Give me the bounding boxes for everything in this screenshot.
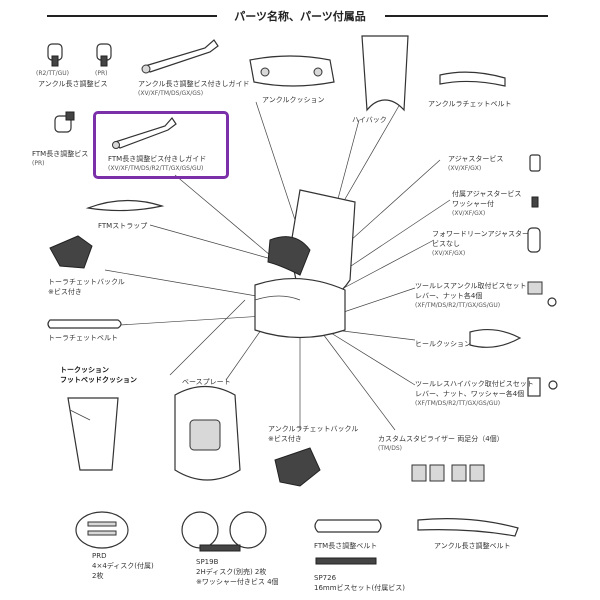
ankle-guide-icon xyxy=(142,40,218,73)
label-ankle-guide-models: (XV/XF/TM/DS/GX/GS) xyxy=(138,90,203,98)
label-toolless-highback: ツールレスハイバック取付ビスセット xyxy=(415,380,534,389)
toe-belt-icon xyxy=(48,320,121,328)
ankle-buckle-icon xyxy=(275,448,320,486)
label-sp726: SP726 xyxy=(314,574,336,583)
label-toolless-ankle2: レバー、ナット各4個 xyxy=(415,292,482,301)
label-ankle-screw-models: (R2/TT/GU) xyxy=(36,70,69,78)
label-highback: ハイバック xyxy=(352,116,387,125)
label-ftm-strap: FTMストラップ xyxy=(98,222,147,231)
ftm-screw-icon xyxy=(55,112,74,132)
label-toe-buckle2: ※ビス付き xyxy=(48,288,82,297)
label-toolless-highback-models: (XF/TM/DS/R2/TT/GX/GS/GU) xyxy=(415,400,500,408)
label-canting: カスタムスタビライザー 両足分（4個） xyxy=(378,435,504,444)
label-ankle-adjust-belt: アンクル長さ調整ベルト xyxy=(434,542,511,551)
label-sp19b3: ※ワッシャー付きビス 4個 xyxy=(196,578,279,587)
ankle-cushion-icon xyxy=(250,56,334,86)
label-adjuster-screw-models: (XV/XF/GX) xyxy=(448,165,481,173)
binding-main-icon xyxy=(255,190,355,338)
label-sp19b: SP19B xyxy=(196,558,218,567)
label-ankle-buckle: アンクルラチェットバックル xyxy=(268,425,358,434)
label-ankle-screw: アンクル長さ調整ビス xyxy=(38,80,108,89)
label-toolless-highback2: レバー、ナット、ワッシャー各4個 xyxy=(415,390,524,399)
label-canting-models: (TM/DS) xyxy=(378,445,402,453)
toe-buckle-icon xyxy=(50,236,92,268)
label-ftm-guide-models: (XV/XF/TM/DS/R2/TT/GX/GS/GU) xyxy=(108,165,203,173)
label-washer-screw: 付属アジャスタービス xyxy=(452,190,521,199)
label-washer-screw-models: (XV/XF/GX) xyxy=(452,210,485,218)
label-ftm-adjust-belt: FTM長さ調整ベルト xyxy=(314,542,377,551)
highback-icon xyxy=(362,36,408,110)
label-toolless-ankle: ツールレスアンクル取付ビスセット xyxy=(415,282,527,291)
label-sp726-2: 16mmビスセット(付属ビス) xyxy=(314,584,405,593)
label-ftm-screw: FTM長き調整ビス xyxy=(32,150,88,159)
label-ankle-screw-models2: (PR) xyxy=(95,70,107,78)
label-toolless-ankle-models: (XF/TM/DS/R2/TT/GX/GS/GU) xyxy=(415,302,500,310)
label-sp19b2: 2Hディスク(別売) 2枚 xyxy=(196,568,266,577)
ankle-ratchet-belt-icon xyxy=(440,72,505,86)
label-adjuster-screw: アジャスタービス xyxy=(448,155,503,164)
label-prd3: 2枚 xyxy=(92,572,103,581)
label-forward-lean-models: (XV/XF/GX) xyxy=(432,250,465,258)
label-forward-lean2: ビスなし xyxy=(432,240,460,249)
label-forward-lean: フォワードリーンアジャスター xyxy=(432,230,529,239)
toe-cushion-icon xyxy=(68,398,118,470)
label-ankle-ratchet-belt: アンクルラチェットベルト xyxy=(428,100,512,109)
label-toe-buckle: トーラチェットバックル xyxy=(48,278,125,287)
label-baseplate: ベースプレート xyxy=(182,378,231,387)
label-heel-cushion: ヒールクッション xyxy=(415,340,471,349)
label-prd2: 4×4ディスク(付属) xyxy=(92,562,154,571)
label-ftm-guide: FTM長き調整ビス付きしガイド xyxy=(108,155,206,164)
label-ankle-buckle2: ※ビス付き xyxy=(268,435,302,444)
label-footbed-cushion: フットベッドクッション xyxy=(60,376,137,385)
ankle-screw-icon xyxy=(48,44,111,66)
label-prd: PRD xyxy=(92,552,106,561)
label-ftm-screw-models: (PR) xyxy=(32,160,44,168)
ftm-strap-icon xyxy=(88,200,162,210)
disc-icons xyxy=(76,512,266,551)
label-washer-screw2: ワッシャー付 xyxy=(452,200,494,209)
label-toe-cushion: トークッション xyxy=(60,366,109,375)
label-ankle-guide: アンクル長さ調整ビス付きしガイド xyxy=(138,80,250,89)
label-toe-belt: トーラチェットベルト xyxy=(48,334,118,343)
label-ankle-cushion: アンクルクッション xyxy=(262,96,325,105)
baseplate-icon xyxy=(175,387,240,481)
